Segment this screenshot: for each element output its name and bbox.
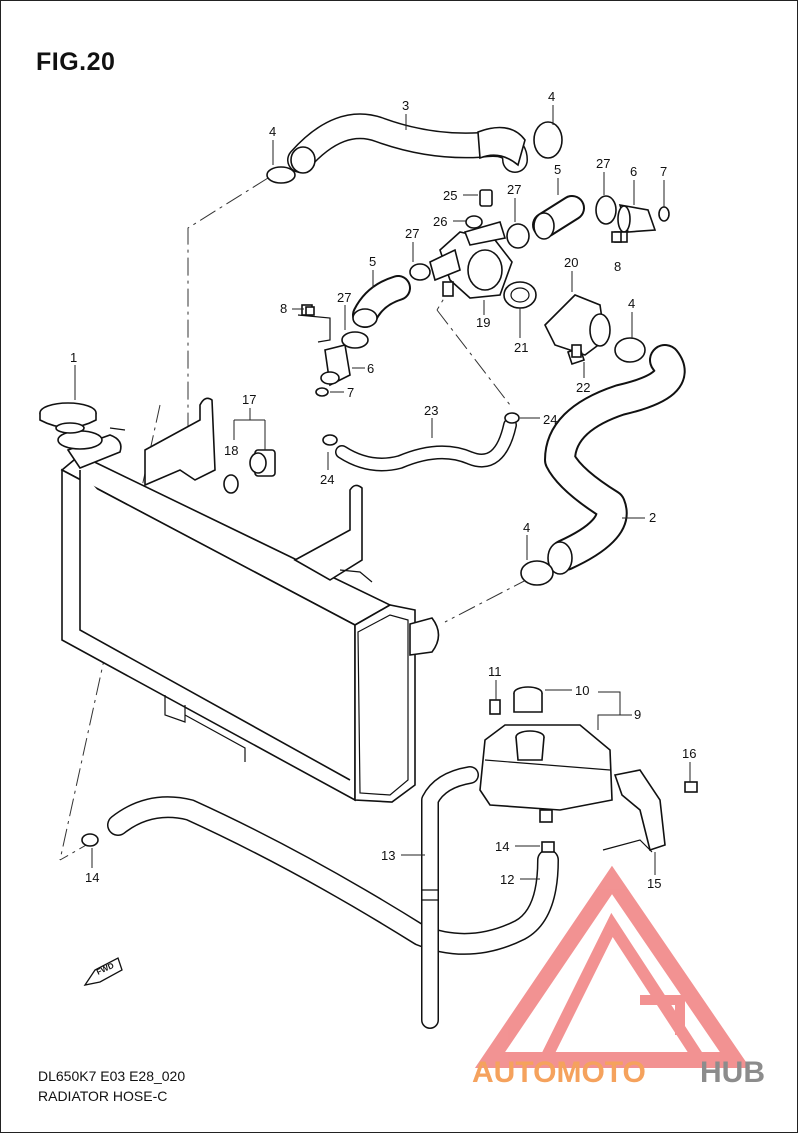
callout-label: 27 bbox=[337, 290, 351, 305]
callout-label: 2 bbox=[649, 510, 656, 525]
callout-label: 7 bbox=[347, 385, 354, 400]
callout-label: 3 bbox=[402, 98, 409, 113]
callout-label: 4 bbox=[523, 520, 530, 535]
callout-label: 25 bbox=[443, 188, 457, 203]
reservoir-tank bbox=[479, 686, 613, 823]
thermostat-housing bbox=[429, 221, 513, 299]
callout-label: 16 bbox=[682, 746, 696, 761]
callout-label: 5 bbox=[369, 254, 376, 269]
callout-label: 4 bbox=[628, 296, 635, 311]
callout-label: 21 bbox=[514, 340, 528, 355]
callout-label: 1 bbox=[70, 350, 77, 365]
callout-label: 19 bbox=[476, 315, 490, 330]
figure-name: RADIATOR HOSE-C bbox=[38, 1088, 168, 1104]
callout-labels: 1 2 3 4 4 4 4 5 5 6 6 7 7 8 8 9 10 11 12… bbox=[70, 89, 696, 891]
callout-label: 4 bbox=[269, 124, 276, 139]
callout-label: 14 bbox=[495, 839, 509, 854]
callout-label: 24 bbox=[320, 472, 334, 487]
callout-label: 4 bbox=[548, 89, 555, 104]
callout-label: 23 bbox=[424, 403, 438, 418]
callout-label: 17 bbox=[242, 392, 256, 407]
callout-label: 24 bbox=[543, 412, 557, 427]
callout-label: 6 bbox=[367, 361, 374, 376]
callout-label: 5 bbox=[554, 162, 561, 177]
figure-code: DL650K7 E03 E28_020 bbox=[38, 1068, 186, 1084]
callout-label: 20 bbox=[564, 255, 578, 270]
callout-label: 14 bbox=[85, 870, 99, 885]
callout-label: 27 bbox=[507, 182, 521, 197]
callout-label: 8 bbox=[280, 301, 287, 316]
callout-label: 18 bbox=[224, 443, 238, 458]
callout-label: 6 bbox=[630, 164, 637, 179]
callout-label: 27 bbox=[596, 156, 610, 171]
fan-switch bbox=[223, 449, 276, 494]
radiator-cap bbox=[39, 402, 97, 434]
callout-label: 8 bbox=[614, 259, 621, 274]
callout-label: 7 bbox=[660, 164, 667, 179]
callout-label: 11 bbox=[488, 664, 502, 679]
watermark-text-part1: AUTOMOTO bbox=[472, 1056, 646, 1089]
callout-label: 12 bbox=[500, 872, 514, 887]
watermark-logo bbox=[474, 865, 751, 1068]
radiator bbox=[57, 397, 440, 803]
figure-title: FIG.20 bbox=[36, 48, 116, 76]
callout-label: 27 bbox=[405, 226, 419, 241]
callout-label: 9 bbox=[634, 707, 641, 722]
callout-label: 13 bbox=[381, 848, 395, 863]
fwd-arrow-icon: FWD bbox=[83, 957, 123, 986]
callout-label: 26 bbox=[433, 214, 447, 229]
callout-label: 10 bbox=[575, 683, 589, 698]
leader-lines bbox=[74, 105, 691, 880]
callout-label: 22 bbox=[576, 380, 590, 395]
callout-label: 15 bbox=[647, 876, 661, 891]
watermark-text-part2: HUB bbox=[700, 1056, 765, 1089]
